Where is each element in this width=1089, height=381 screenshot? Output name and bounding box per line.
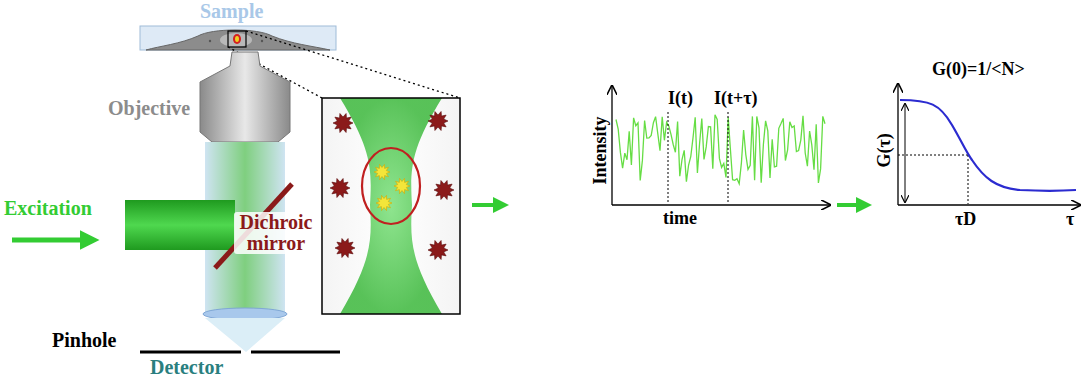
- formula-label: G(0)=1/<N>: [932, 60, 1025, 79]
- molecule-burst: [335, 239, 355, 258]
- axis-label: time: [663, 209, 697, 228]
- molecule-burst: [394, 178, 410, 193]
- molecule-burst: [434, 181, 454, 200]
- signal-label: I(t): [668, 89, 693, 108]
- part-label: Pinhole: [52, 330, 116, 351]
- axis-label: τD: [955, 210, 976, 229]
- axis-label: Intensity: [591, 116, 610, 184]
- molecule-burst: [428, 112, 448, 131]
- molecule-burst: [330, 179, 350, 198]
- molecule-burst: [428, 241, 448, 260]
- part-label: Excitation: [4, 198, 92, 219]
- part-label: Objective: [108, 98, 190, 119]
- axis-label: τ: [1066, 210, 1074, 229]
- signal-label: I(t+τ): [714, 89, 758, 108]
- part-label: Detector: [150, 357, 223, 378]
- part-label: Sample: [200, 1, 263, 22]
- part-label: Dichroic mirror: [234, 212, 318, 254]
- axis-label: G(τ): [875, 133, 894, 167]
- molecule-burst: [376, 195, 392, 210]
- molecule-burst: [333, 114, 353, 133]
- molecule-burst: [374, 164, 390, 179]
